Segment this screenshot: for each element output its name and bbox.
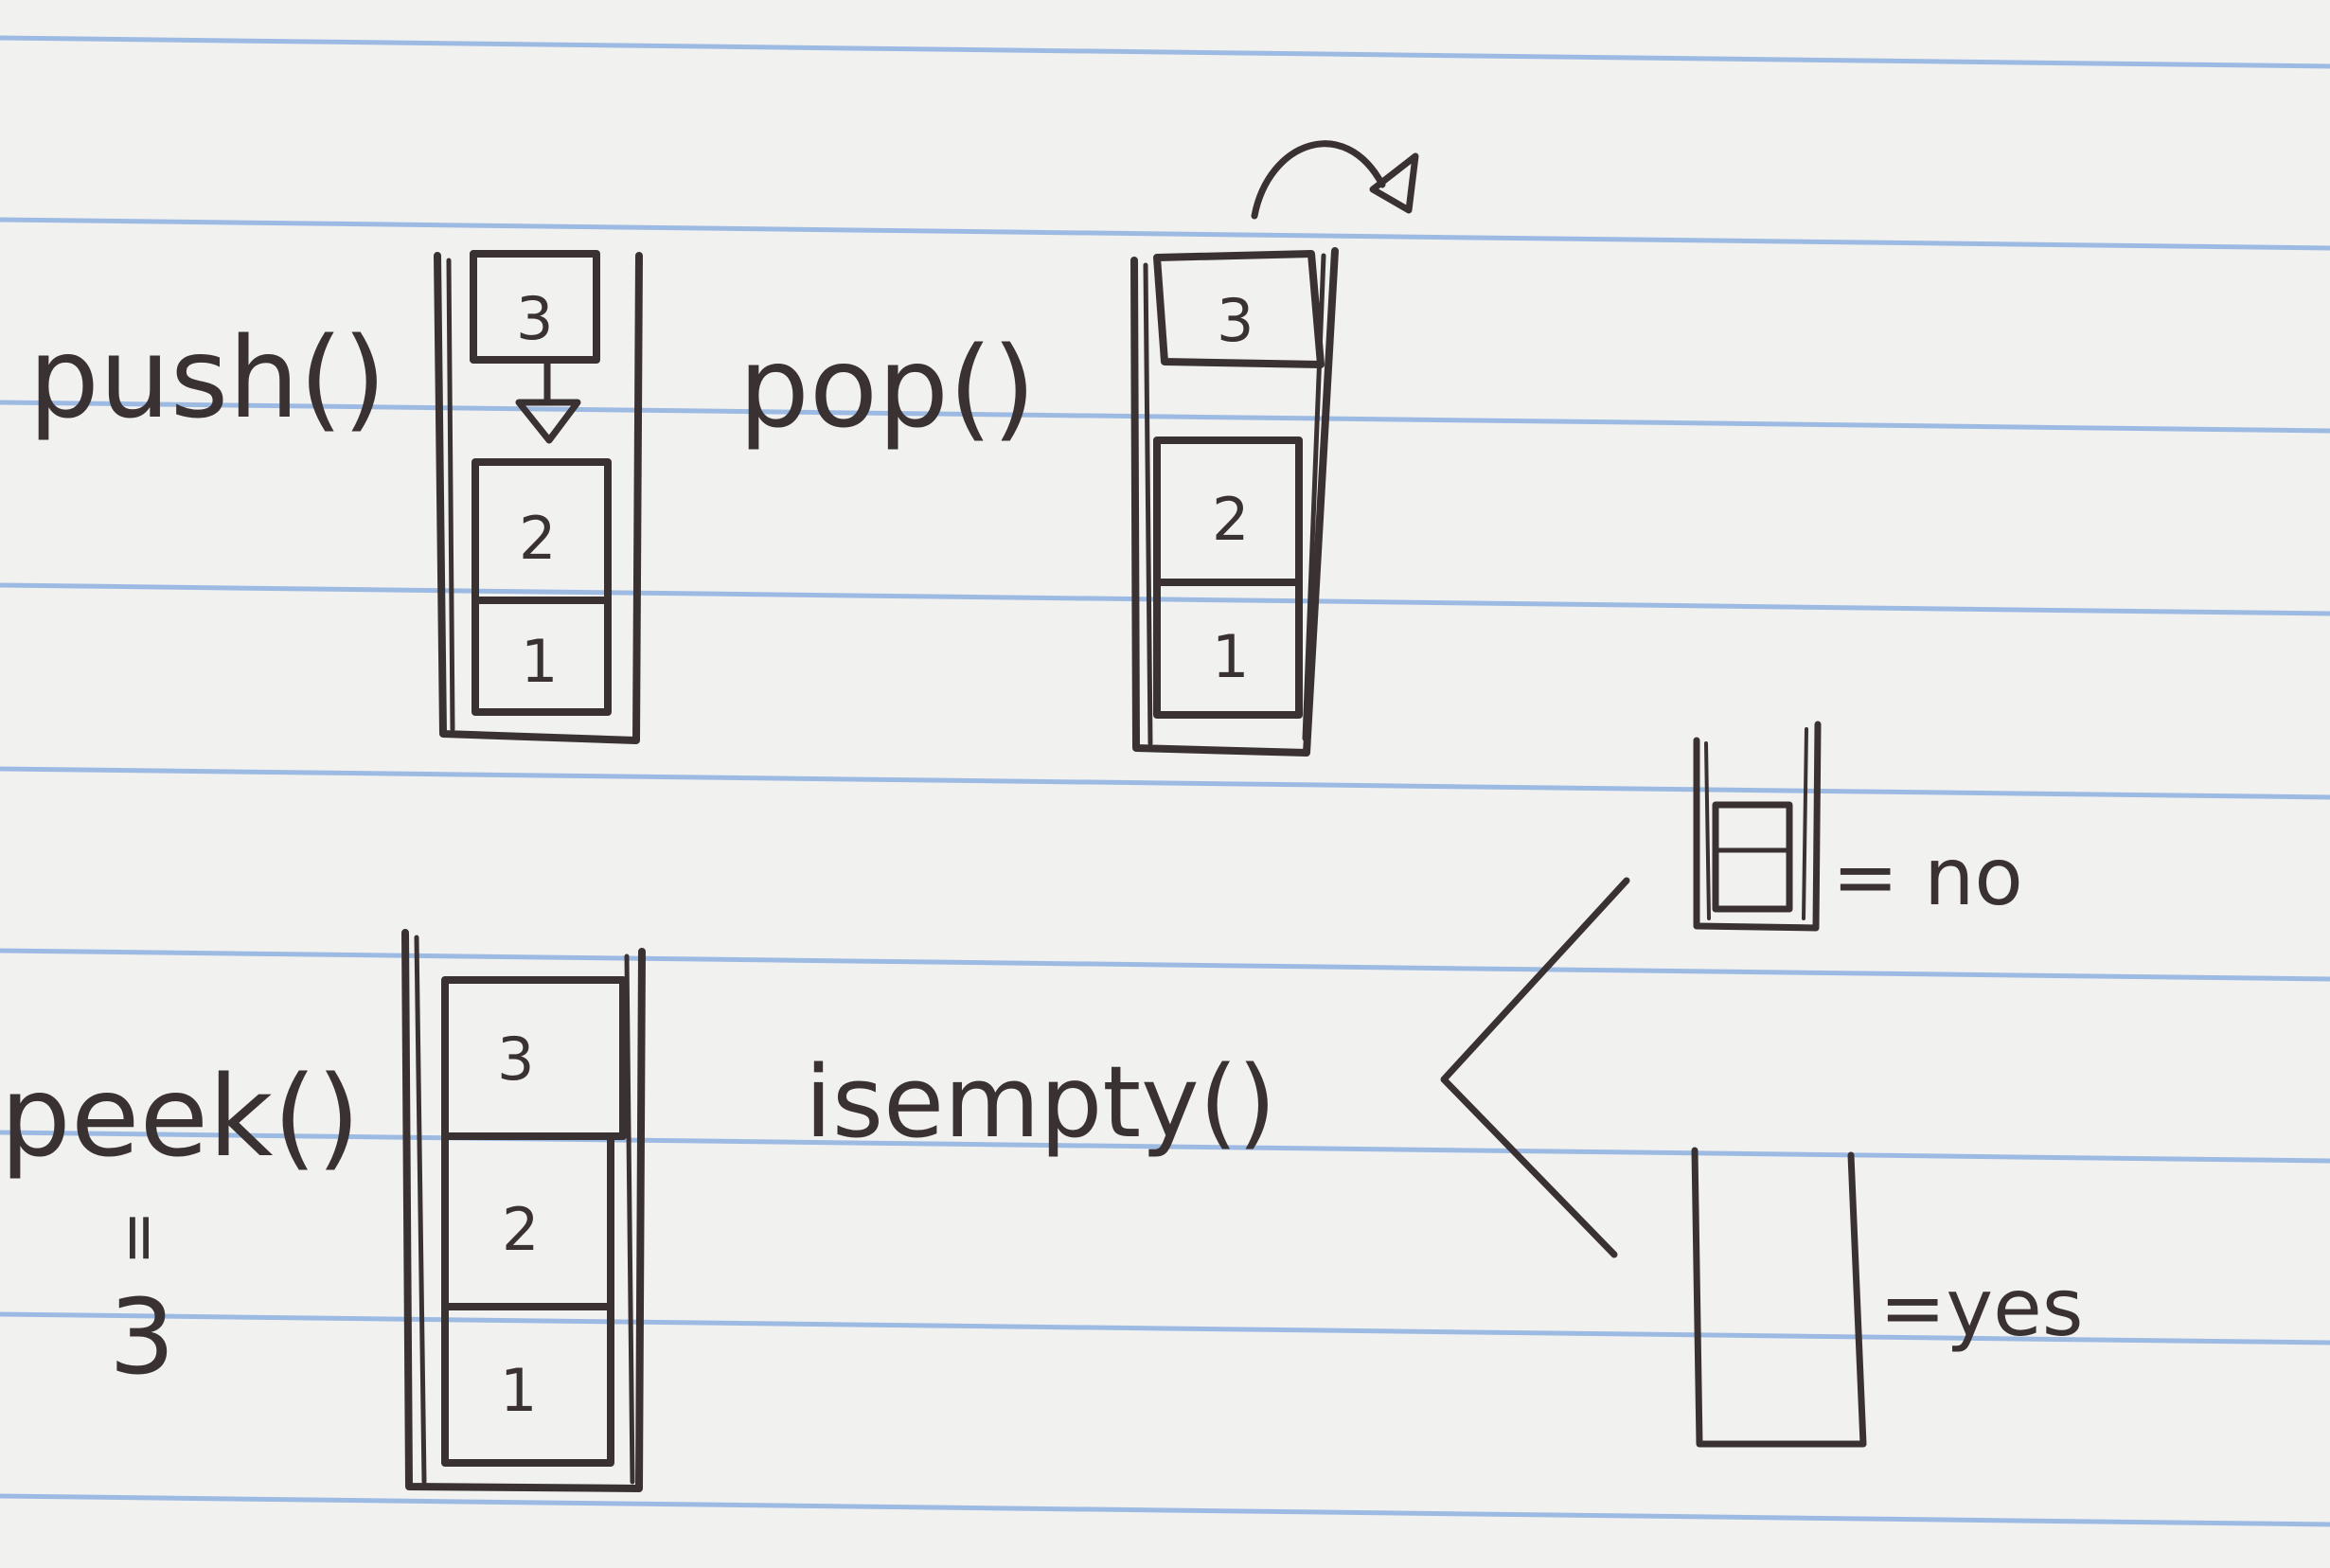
pop-section: pop() 3 2 1 bbox=[738, 140, 1419, 757]
pop-removed-item: 3 bbox=[1153, 250, 1325, 368]
isempty-yes-label: =yes bbox=[1879, 1261, 2084, 1354]
pop-removed-value: 3 bbox=[1217, 286, 1254, 355]
isempty-empty-stack bbox=[1691, 1147, 1867, 1448]
push-stack-container bbox=[434, 252, 643, 744]
isempty-no-label: = no bbox=[1832, 830, 2023, 923]
pop-stack-item-1: 1 bbox=[1212, 622, 1249, 691]
peek-stack-container bbox=[401, 929, 646, 1492]
push-incoming-item: 3 bbox=[470, 250, 600, 364]
isempty-section: isempty() = no =yes bbox=[805, 721, 2084, 1448]
peek-stack-item-3: 3 bbox=[497, 1025, 534, 1094]
isempty-label: isempty() bbox=[805, 1044, 1276, 1160]
push-incoming-value: 3 bbox=[516, 284, 553, 353]
push-label: push() bbox=[28, 312, 386, 443]
push-arrow-icon bbox=[515, 360, 581, 444]
pop-stack-item-2: 2 bbox=[1212, 485, 1249, 554]
peek-stack-item-1: 1 bbox=[500, 1356, 537, 1425]
isempty-nonempty-stack bbox=[1693, 721, 1822, 932]
pop-label: pop() bbox=[738, 322, 1036, 453]
pop-curved-arrow-icon bbox=[1251, 140, 1419, 220]
peek-label: peek() bbox=[0, 1051, 361, 1182]
peek-stack-item-2: 2 bbox=[502, 1195, 539, 1264]
peek-stack-items: 3 2 1 bbox=[441, 976, 627, 1467]
pop-stack-items: 2 1 bbox=[1153, 437, 1303, 719]
peek-result-value: 3 bbox=[109, 1276, 175, 1398]
isempty-branch-lines bbox=[1440, 877, 1630, 1258]
push-section: push() 3 2 1 bbox=[28, 250, 643, 744]
peek-section: peek() = 3 3 2 1 bbox=[0, 929, 646, 1492]
push-stack-item-2: 2 bbox=[519, 504, 556, 573]
push-stack-items: 2 1 bbox=[471, 458, 612, 716]
ruled-lines bbox=[0, 35, 2330, 1527]
push-stack-item-1: 1 bbox=[521, 627, 558, 696]
peek-equals-mark: = bbox=[102, 1210, 180, 1266]
